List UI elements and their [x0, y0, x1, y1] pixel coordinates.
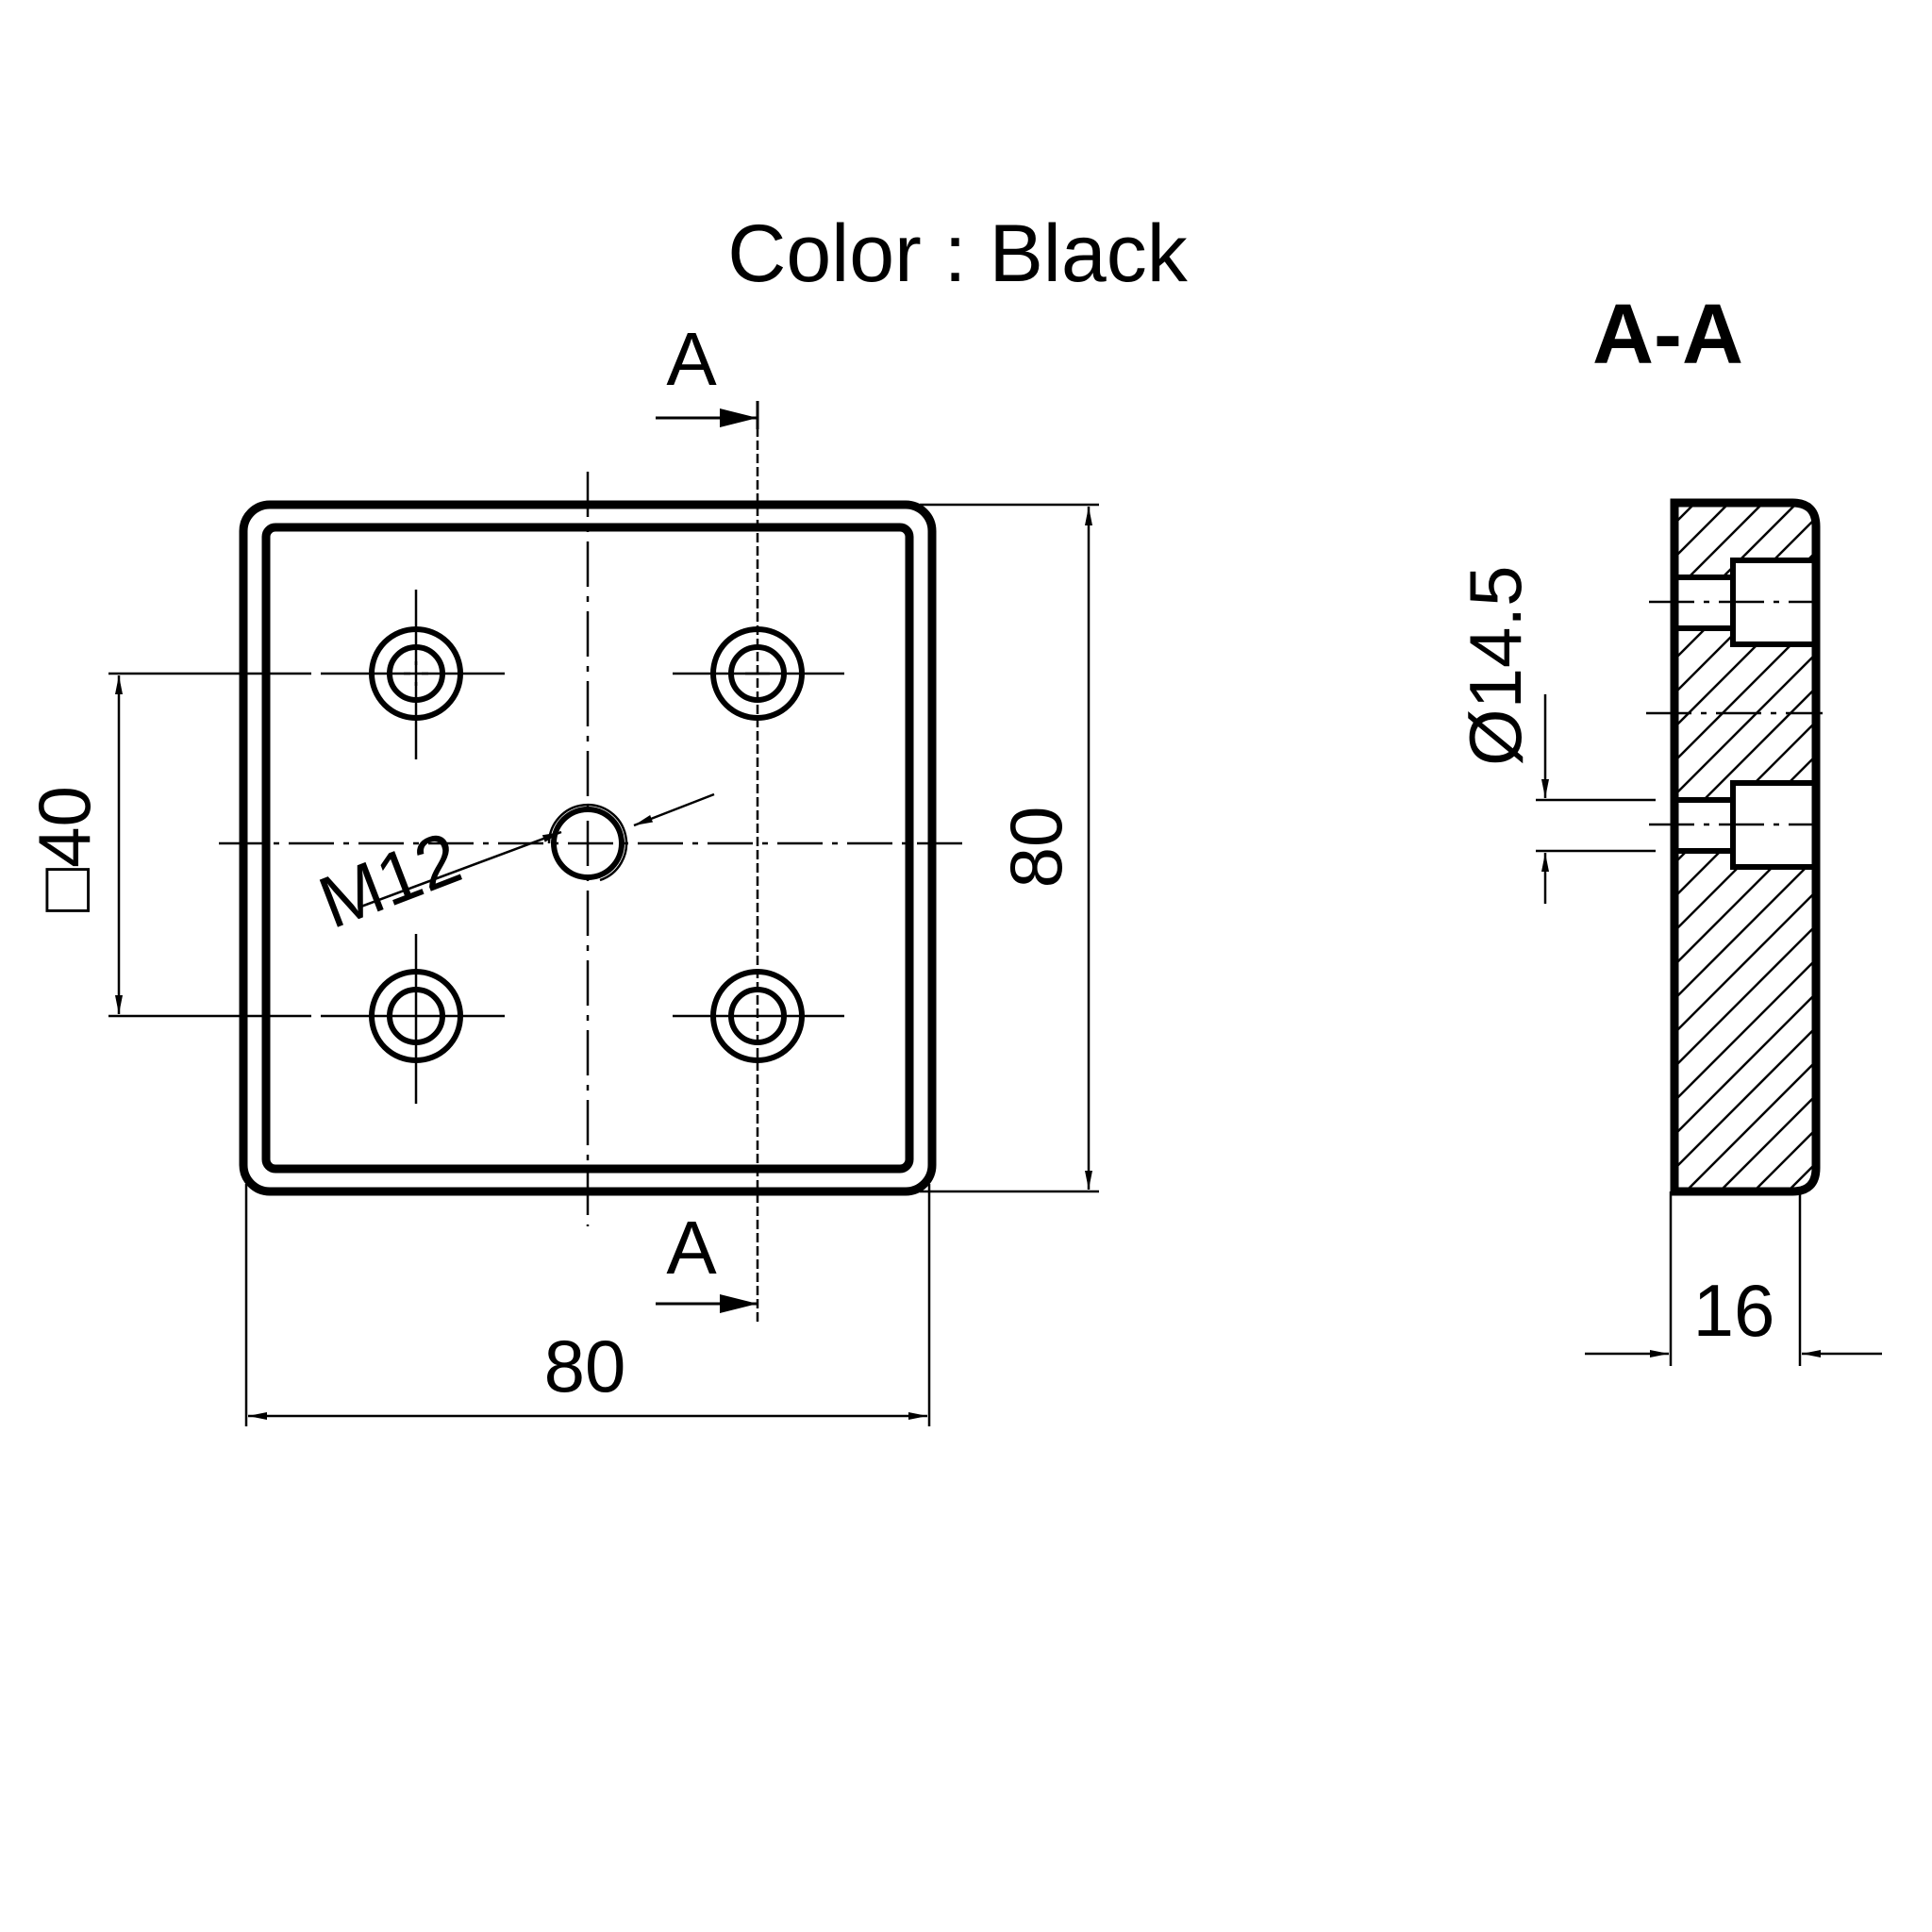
section-counterbore-upper	[1674, 558, 1816, 647]
section-view-label: A-A	[1592, 288, 1743, 382]
hatch-line	[1674, 1162, 1816, 1191]
counterbore-hole-top-left	[321, 590, 505, 759]
section-view: A-A Ø14.5	[1454, 288, 1882, 1474]
width-label: 80	[544, 1324, 626, 1407]
hatch-line	[1674, 1060, 1816, 1191]
dimension-height	[920, 503, 1099, 1193]
thickness-label: 16	[1693, 1269, 1775, 1352]
hatch-line	[1674, 857, 1816, 1000]
hatch-line	[1674, 1094, 1816, 1191]
section-marker-top: A	[666, 317, 717, 401]
hatch-line	[1674, 653, 1816, 796]
thread-size-label: M12	[308, 815, 472, 944]
hatch-line	[1674, 503, 1816, 558]
counterbore-hole-bottom-left	[321, 934, 505, 1104]
title-label: Color : Black	[727, 208, 1188, 299]
hatch-line	[1674, 1128, 1816, 1191]
front-view: A A	[23, 317, 1099, 1426]
counterbore-hole-top-right	[673, 626, 844, 721]
section-marker-bottom: A	[666, 1206, 717, 1290]
hole-pattern-label: □40	[23, 786, 106, 912]
hatch-line	[1674, 1026, 1816, 1170]
section-counterbore-lower	[1674, 780, 1816, 870]
hatch-line	[1674, 503, 1816, 592]
hatch-line	[1674, 1333, 1816, 1474]
hatch-line	[1674, 958, 1816, 1102]
dimension-counterbore-diameter	[1536, 694, 1656, 904]
hatch-line	[1674, 924, 1816, 1068]
counterbore-diameter-label: Ø14.5	[1454, 566, 1537, 766]
dimension-width	[244, 1184, 931, 1426]
section-outline	[1670, 498, 1821, 1196]
hatch-line	[1674, 891, 1816, 1034]
hatch-line	[1674, 992, 1816, 1136]
dimension-thickness	[1585, 1191, 1882, 1366]
center-threaded-hole	[358, 792, 715, 909]
dimension-hole-pattern	[108, 672, 311, 1018]
counterbore-hole-bottom-right	[673, 969, 844, 1063]
height-label: 80	[994, 807, 1077, 889]
